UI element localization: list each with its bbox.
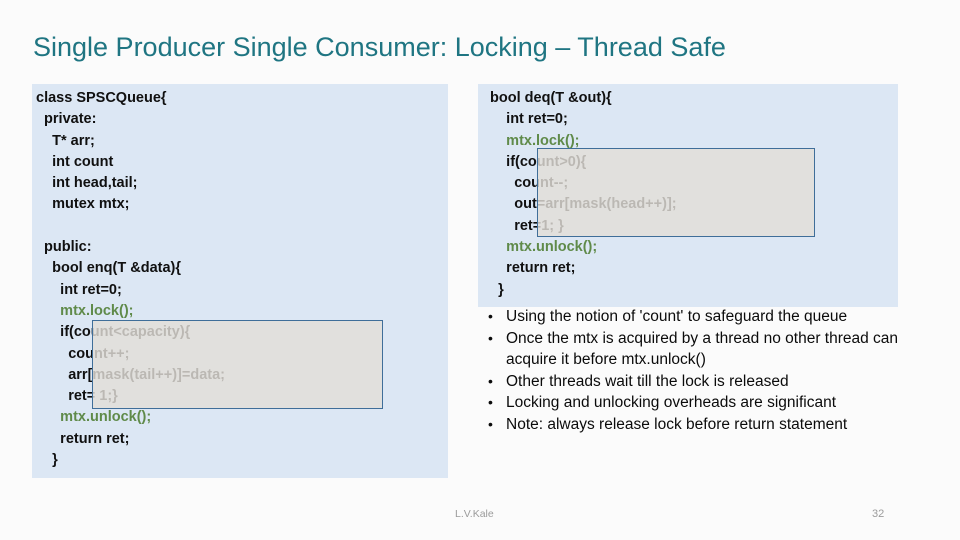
list-item-label: Using the notion of 'count' to safeguard… <box>506 308 848 325</box>
dequeue-code-line: return ret; <box>482 260 576 277</box>
enqueue-code-line: bool enq(T &data){ <box>36 260 181 277</box>
bullet-dot-icon: • <box>488 308 493 324</box>
list-item-label: Locking and unlocking overheads are sign… <box>506 394 837 411</box>
list-item-label: Once the mtx is acquired by a thread no … <box>506 329 899 369</box>
highlight-box-critical-section-enqueue <box>92 320 383 409</box>
enqueue-code-line: mtx.unlock(); <box>36 409 152 426</box>
code-block-enqueue: class SPSCQueue{ private: T* arr; int co… <box>32 84 448 478</box>
bullet-dot-icon: • <box>488 329 493 346</box>
footer-page-number: 32 <box>872 508 885 520</box>
bullet-dot-icon: • <box>488 394 493 410</box>
dequeue-code-line: mtx.lock(); <box>482 132 580 149</box>
bullet-list: • Using the notion of 'count' to safeguar… <box>472 306 912 435</box>
enqueue-code-line: return ret; <box>36 430 130 447</box>
highlight-box-critical-section-dequeue <box>537 148 815 237</box>
enqueue-code-line: private: <box>36 111 97 128</box>
enqueue-code-line: class SPSCQueue{ <box>36 90 167 106</box>
page-title: Single Producer Single Consumer: Locking… <box>33 32 726 62</box>
dequeue-code-line: int ret=0; <box>482 111 568 128</box>
bullet-list-items: • Using the notion of 'count' to safeguar… <box>472 306 912 435</box>
list-item: • Once the mtx is acquired by a thread no… <box>472 328 912 371</box>
bullet-dot-icon: • <box>488 372 493 389</box>
enqueue-code-line: } <box>36 452 58 469</box>
dequeue-code-line: } <box>482 281 504 298</box>
enqueue-code-line: public: <box>36 239 92 256</box>
bullet-dot-icon: • <box>488 415 493 432</box>
enqueue-code-line: T* arr; <box>36 132 95 149</box>
list-item: • Other threads wait till the lock is rel… <box>472 371 912 393</box>
enqueue-code-line: mtx.lock(); <box>36 302 134 319</box>
footer-author: L.V.Kale <box>455 508 494 520</box>
enqueue-code-line <box>36 216 448 237</box>
enqueue-code-line: mutex mtx; <box>36 196 130 213</box>
enqueue-code-line: int ret=0; <box>36 281 122 298</box>
enqueue-code-line: int head,tail; <box>36 175 138 192</box>
enqueue-code-line: int count <box>36 153 114 170</box>
dequeue-code-line: mtx.unlock(); <box>482 239 598 256</box>
list-item: • Note: always release lock before return… <box>472 414 912 436</box>
list-item: • Using the notion of 'count' to safeguar… <box>472 306 912 328</box>
list-item: • Locking and unlocking overheads are sig… <box>472 392 912 414</box>
list-item-label: Note: always release lock before return … <box>506 415 848 433</box>
list-item-label: Other threads wait till the lock is rele… <box>506 372 789 390</box>
dequeue-code-line: bool deq(T &out){ <box>482 90 612 106</box>
